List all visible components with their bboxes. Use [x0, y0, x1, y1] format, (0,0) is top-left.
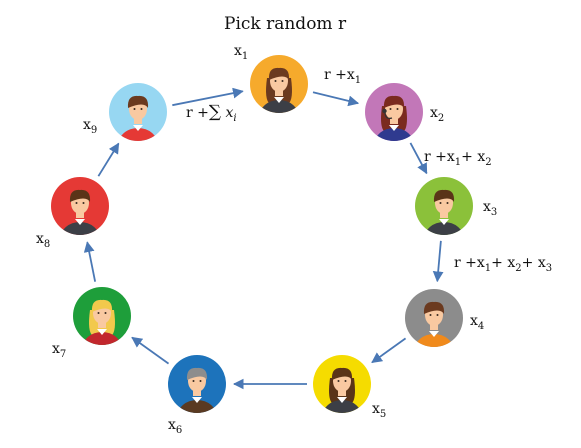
label-x6: x6 — [168, 417, 183, 436]
arrow-x6-x7 — [131, 336, 170, 365]
arrow-x4-x5 — [371, 337, 407, 364]
arrow-x1-x2 — [312, 91, 360, 107]
arrow-x7-x8 — [83, 241, 97, 282]
participant-avatar-x9 — [109, 83, 167, 141]
label-x3: x3 — [483, 199, 498, 218]
participant-avatar-x8 — [51, 177, 109, 235]
label-x1: x1 — [234, 43, 249, 62]
edge-label-x1-x2: r +x1 — [324, 67, 362, 86]
edge-label-x9-x1: r +∑ xi — [186, 102, 237, 124]
participant-avatar-x1 — [250, 55, 308, 113]
arrow-x3-x4 — [432, 240, 444, 283]
participant-avatar-x3 — [415, 177, 473, 235]
edge-label-x3-x4: r +x1+ x2+ x3 — [454, 255, 553, 274]
label-x2: x2 — [430, 105, 445, 124]
arrow-x8-x9 — [97, 142, 120, 177]
edge-label-x2-x3: r +x1+ x2 — [424, 149, 492, 168]
label-x8: x8 — [36, 231, 51, 250]
participant-avatar-x7 — [73, 287, 131, 345]
label-x4: x4 — [470, 313, 485, 332]
label-x5: x5 — [372, 401, 387, 420]
participant-avatar-x6 — [168, 355, 226, 413]
arrow-x2-x3 — [409, 142, 428, 175]
participant-avatar-x2 — [365, 83, 423, 141]
participant-avatar-x5 — [313, 355, 371, 413]
diagram-title: Pick random r — [224, 14, 347, 34]
participant-avatar-x4 — [405, 289, 463, 347]
label-x7: x7 — [52, 341, 67, 360]
arrow-x9-x1 — [172, 87, 244, 107]
label-x9: x9 — [83, 117, 98, 136]
